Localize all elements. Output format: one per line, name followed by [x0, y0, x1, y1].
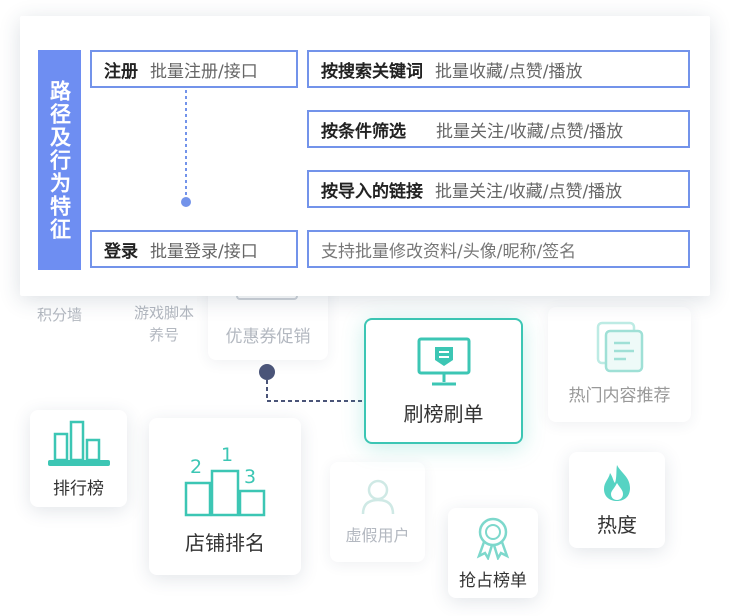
dianpu-label: 店铺排名: [185, 531, 265, 555]
user-icon: [361, 479, 394, 515]
paihang-label: 排行榜: [53, 479, 104, 499]
monitor-icon: [417, 337, 470, 385]
redu-label: 热度: [597, 512, 637, 537]
documents-icon: [596, 321, 643, 373]
jifen-label: 积分墙: [37, 306, 83, 324]
rank-number-2: 2: [190, 456, 202, 478]
connector-line: [259, 364, 367, 402]
login-title: 登录: [104, 241, 138, 262]
award-ribbon-icon: [476, 517, 510, 560]
xujia-card[interactable]: 虚假用户: [330, 462, 425, 562]
import-link-box[interactable]: 按导入的链接 批量关注/收藏/点赞/播放: [307, 170, 690, 208]
flame-icon: [604, 464, 630, 501]
modify-profile-desc: 支持批量修改资料/头像/昵称/签名: [321, 241, 577, 262]
qiangzhan-card[interactable]: 抢占榜单: [448, 508, 538, 598]
filter-desc: 批量关注/收藏/点赞/播放: [436, 121, 624, 142]
login-desc: 批量登录/接口: [150, 241, 258, 262]
import-link-title: 按导入的链接: [321, 181, 423, 202]
filter-title: 按条件筛选: [321, 121, 406, 142]
remen-label: 热门内容推荐: [568, 386, 671, 406]
search-keyword-box[interactable]: 按搜索关键词 批量收藏/点赞/播放: [307, 50, 690, 88]
login-box[interactable]: 登录 批量登录/接口: [90, 230, 298, 268]
panel-title: 路径及行为特征: [38, 50, 81, 270]
bar-chart-icon: [47, 420, 110, 466]
qiangzhan-label: 抢占榜单: [459, 570, 527, 591]
redu-card[interactable]: 热度: [569, 452, 665, 548]
search-keyword-title: 按搜索关键词: [321, 61, 423, 82]
register-desc: 批量注册/接口: [150, 61, 258, 82]
search-keyword-desc: 批量收藏/点赞/播放: [435, 61, 583, 82]
dianpu-card[interactable]: 1 2 3 店铺排名: [149, 418, 301, 575]
register-title: 注册: [104, 61, 138, 82]
rank-number-3: 3: [244, 466, 256, 488]
paihang-card[interactable]: 排行榜: [30, 410, 127, 507]
register-login-connector: [181, 90, 191, 207]
register-box[interactable]: 注册 批量注册/接口: [90, 50, 298, 88]
shuabang-label: 刷榜刷单: [403, 401, 484, 426]
youhui-label: 优惠券促销: [225, 326, 311, 347]
import-link-desc: 批量关注/收藏/点赞/播放: [435, 181, 623, 202]
youxi-label: 游戏脚本养号: [133, 304, 194, 344]
filter-box[interactable]: 按条件筛选 批量关注/收藏/点赞/播放: [307, 110, 690, 148]
shuabang-card[interactable]: 刷榜刷单: [364, 318, 523, 444]
xujia-label: 虚假用户: [345, 526, 410, 545]
podium-icon: 1 2 3: [184, 444, 266, 517]
remen-card[interactable]: 热门内容推荐: [548, 307, 691, 422]
modify-profile-box[interactable]: 支持批量修改资料/头像/昵称/签名: [307, 230, 690, 268]
rank-number-1: 1: [221, 444, 233, 466]
